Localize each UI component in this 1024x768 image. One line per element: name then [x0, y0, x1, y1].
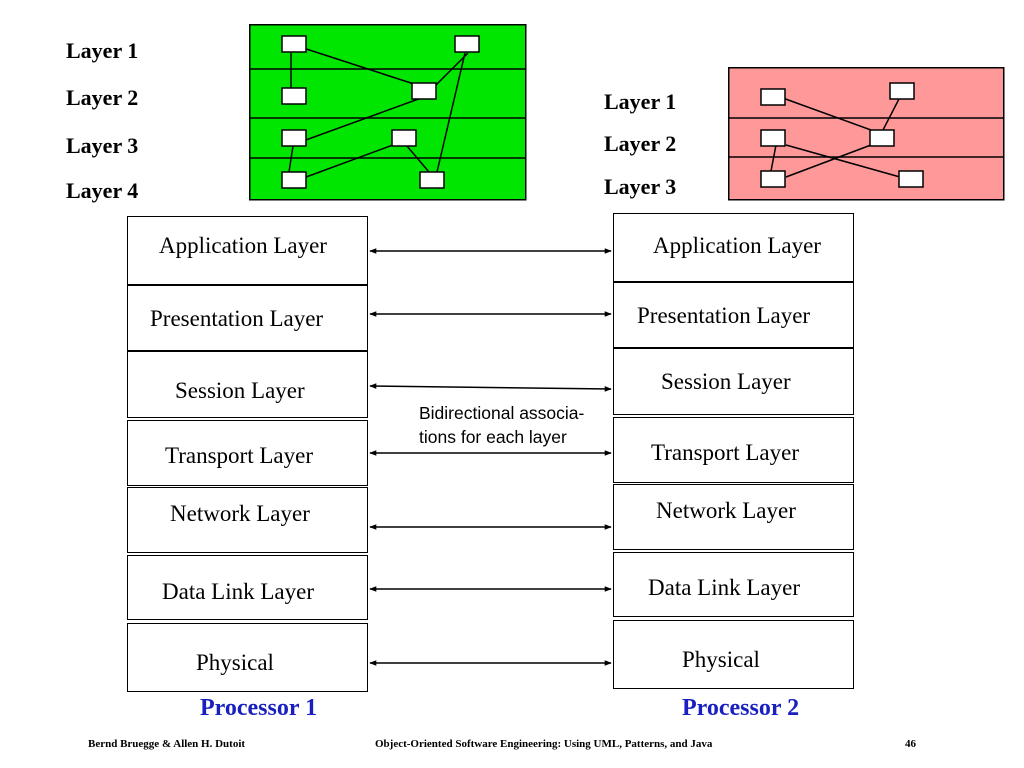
footer-page-number: 46	[905, 738, 916, 750]
pink-node	[760, 170, 786, 188]
p2-physical-layer-label: Physical	[682, 647, 760, 672]
green-node	[454, 35, 480, 53]
p1-transport-layer: Transport Layer	[127, 420, 368, 486]
pink-node	[760, 129, 786, 147]
p2-presentation-layer: Presentation Layer	[613, 282, 854, 348]
green-node	[391, 129, 417, 147]
p2-physical-layer: Physical	[613, 620, 854, 689]
green-node	[281, 171, 307, 189]
green-node	[411, 82, 437, 100]
p2-presentation-layer-label: Presentation Layer	[637, 303, 811, 328]
p1-presentation-layer-label: Presentation Layer	[150, 306, 324, 331]
p1-data-link-layer: Data Link Layer	[127, 555, 368, 620]
pink-layer-diagram	[728, 67, 1005, 201]
right-layer-label-1: Layer 1	[604, 89, 677, 114]
green-node	[281, 87, 307, 105]
p1-session-layer: Session Layer	[127, 351, 368, 418]
green-node	[419, 171, 445, 189]
p2-session-layer-label: Session Layer	[661, 369, 791, 394]
pink-node	[760, 88, 786, 106]
green-node	[281, 129, 307, 147]
p1-application-layer: Application Layer	[127, 216, 368, 285]
left-layer-label-3: Layer 3	[66, 133, 139, 158]
p1-transport-layer-label: Transport Layer	[165, 443, 313, 468]
p2-data-link-layer: Data Link Layer	[613, 552, 854, 617]
p2-transport-layer: Transport Layer	[613, 417, 854, 483]
p1-physical-layer-label: Physical	[196, 650, 274, 675]
session-arrow	[369, 383, 612, 392]
p2-session-layer: Session Layer	[613, 348, 854, 415]
footer-authors: Bernd Bruegge & Allen H. Dutoit	[88, 738, 246, 750]
caption-line-2: tions for each layer	[419, 427, 567, 447]
p2-application-layer-label: Application Layer	[653, 233, 821, 258]
footer-title: Object-Oriented Software Engineering: Us…	[375, 738, 713, 750]
pink-node	[889, 82, 915, 100]
p1-network-layer-label: Network Layer	[170, 501, 310, 526]
p1-network-layer: Network Layer	[127, 487, 368, 553]
p2-transport-layer-label: Transport Layer	[651, 440, 799, 465]
left-layer-label-2: Layer 2	[66, 85, 139, 110]
p2-network-layer-label: Network Layer	[656, 498, 796, 523]
pink-node	[869, 129, 895, 147]
p1-presentation-layer: Presentation Layer	[127, 285, 368, 351]
caption-line-1: Bidirectional associa-	[419, 403, 585, 423]
right-layer-label-3: Layer 3	[604, 174, 677, 199]
processor-1-label: Processor 1	[200, 695, 318, 721]
p2-data-link-layer-label: Data Link Layer	[648, 575, 800, 600]
processor-2-label: Processor 2	[682, 695, 800, 721]
green-node	[281, 35, 307, 53]
p2-network-layer: Network Layer	[613, 484, 854, 550]
p1-session-layer-label: Session Layer	[175, 378, 305, 403]
green-diagram-background	[249, 24, 527, 201]
left-layer-label-1: Layer 1	[66, 38, 139, 63]
bidirectional-caption: Bidirectional associa- tions for each la…	[419, 401, 584, 449]
p1-physical-layer: Physical	[127, 623, 368, 692]
p2-application-layer: Application Layer	[613, 213, 854, 282]
green-layer-diagram	[249, 24, 527, 201]
left-layer-label-4: Layer 4	[66, 178, 139, 203]
p1-application-layer-label: Application Layer	[159, 233, 327, 258]
right-layer-label-2: Layer 2	[604, 131, 677, 156]
pink-node	[898, 170, 924, 188]
p1-data-link-layer-label: Data Link Layer	[162, 579, 314, 604]
